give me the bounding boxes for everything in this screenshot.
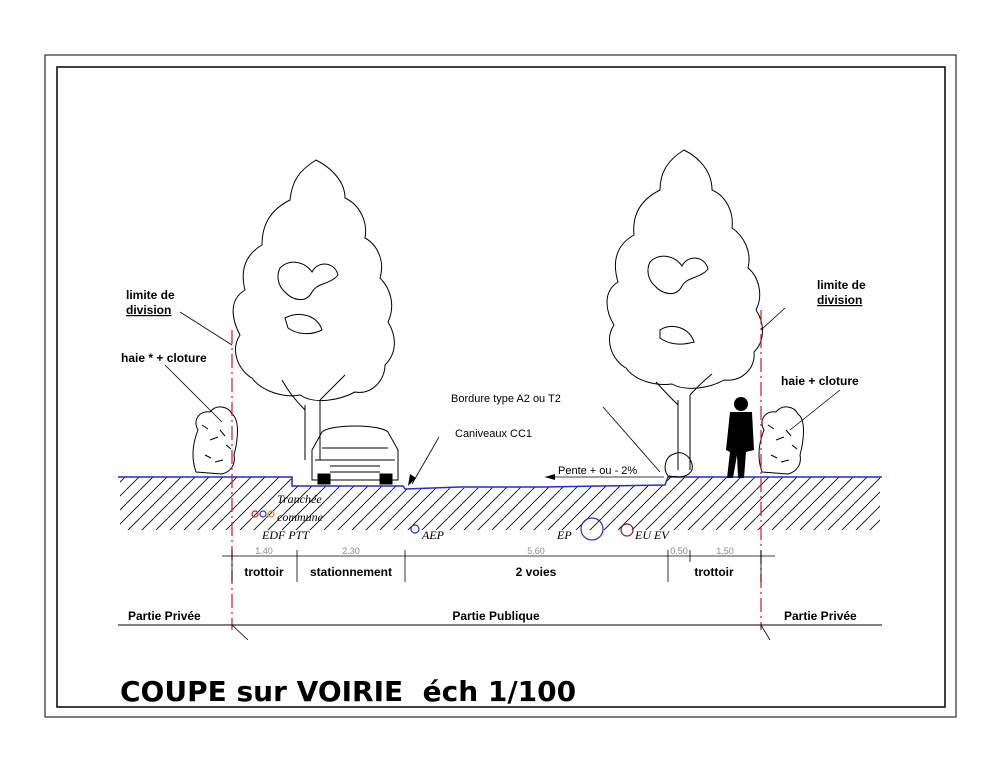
limite-right-line1: limite de [817, 278, 866, 292]
slope-indicator: Pente + ou - 2% [545, 465, 664, 480]
partie-privee-left: Partie Privée [128, 609, 201, 623]
tranchee-pipe-orange [267, 510, 275, 518]
tree-left [232, 159, 395, 460]
soil-hatching [120, 477, 880, 530]
hedge-left [192, 406, 238, 475]
partie-privee-right: Partie Privée [784, 609, 857, 623]
ep-pipe [580, 517, 604, 541]
aep-label: AEP [421, 528, 445, 542]
zone-trottoir-left: trottoir [244, 565, 284, 579]
limite-left-line2: division [126, 303, 171, 317]
drawing-title: COUPE sur VOIRIE éch 1/100 [120, 675, 576, 708]
pente-label: Pente + ou - 2% [558, 465, 637, 477]
dim-1: 1.40 [255, 546, 273, 556]
zone-trottoir-right: trottoir [694, 565, 734, 579]
tranchee-pipe-blue [259, 510, 267, 518]
partie-publique: Partie Publique [452, 609, 540, 623]
tree-right [606, 149, 763, 470]
caniveaux-label: Caniveaux CC1 [455, 428, 532, 440]
hedge-right [758, 406, 804, 475]
caniveaux-arrowhead [408, 474, 416, 486]
curb-bush [664, 452, 693, 478]
tranchee-label-1: Tranchée [277, 492, 322, 506]
network-symbols [251, 510, 634, 541]
zone-2-voies: 2 voies [516, 565, 557, 579]
haie-right-label: haie + cloture [781, 374, 859, 388]
ep-label: EP [556, 528, 572, 542]
bordure-label: Bordure type A2 ou T2 [451, 393, 561, 405]
leader-lines [164, 307, 841, 641]
dimension-line [222, 550, 775, 582]
limite-right-line2: division [817, 293, 862, 307]
eu-ev-pipe [620, 523, 634, 537]
inner-frame [56, 66, 946, 708]
aep-pipe [410, 524, 420, 534]
edf-ptt-label: EDF PTT [261, 528, 310, 542]
tranchee-pipe-red [251, 510, 259, 518]
dim-4: 0.50 [670, 546, 688, 556]
pedestrian-silhouette [726, 397, 754, 478]
limite-left-line1: limite de [126, 288, 175, 302]
ground-profile-line [118, 476, 882, 490]
dim-2: 2.30 [342, 546, 360, 556]
dim-3: 5.60 [527, 546, 545, 556]
zone-stationnement: stationnement [310, 565, 392, 579]
tranchee-label-2: commune [277, 510, 324, 524]
haie-left-label: haie * + cloture [121, 351, 207, 365]
dim-5: 1.50 [716, 546, 734, 556]
eu-ev-label: EU EV [634, 528, 670, 542]
outer-frame [44, 54, 957, 718]
parked-car [311, 425, 399, 485]
